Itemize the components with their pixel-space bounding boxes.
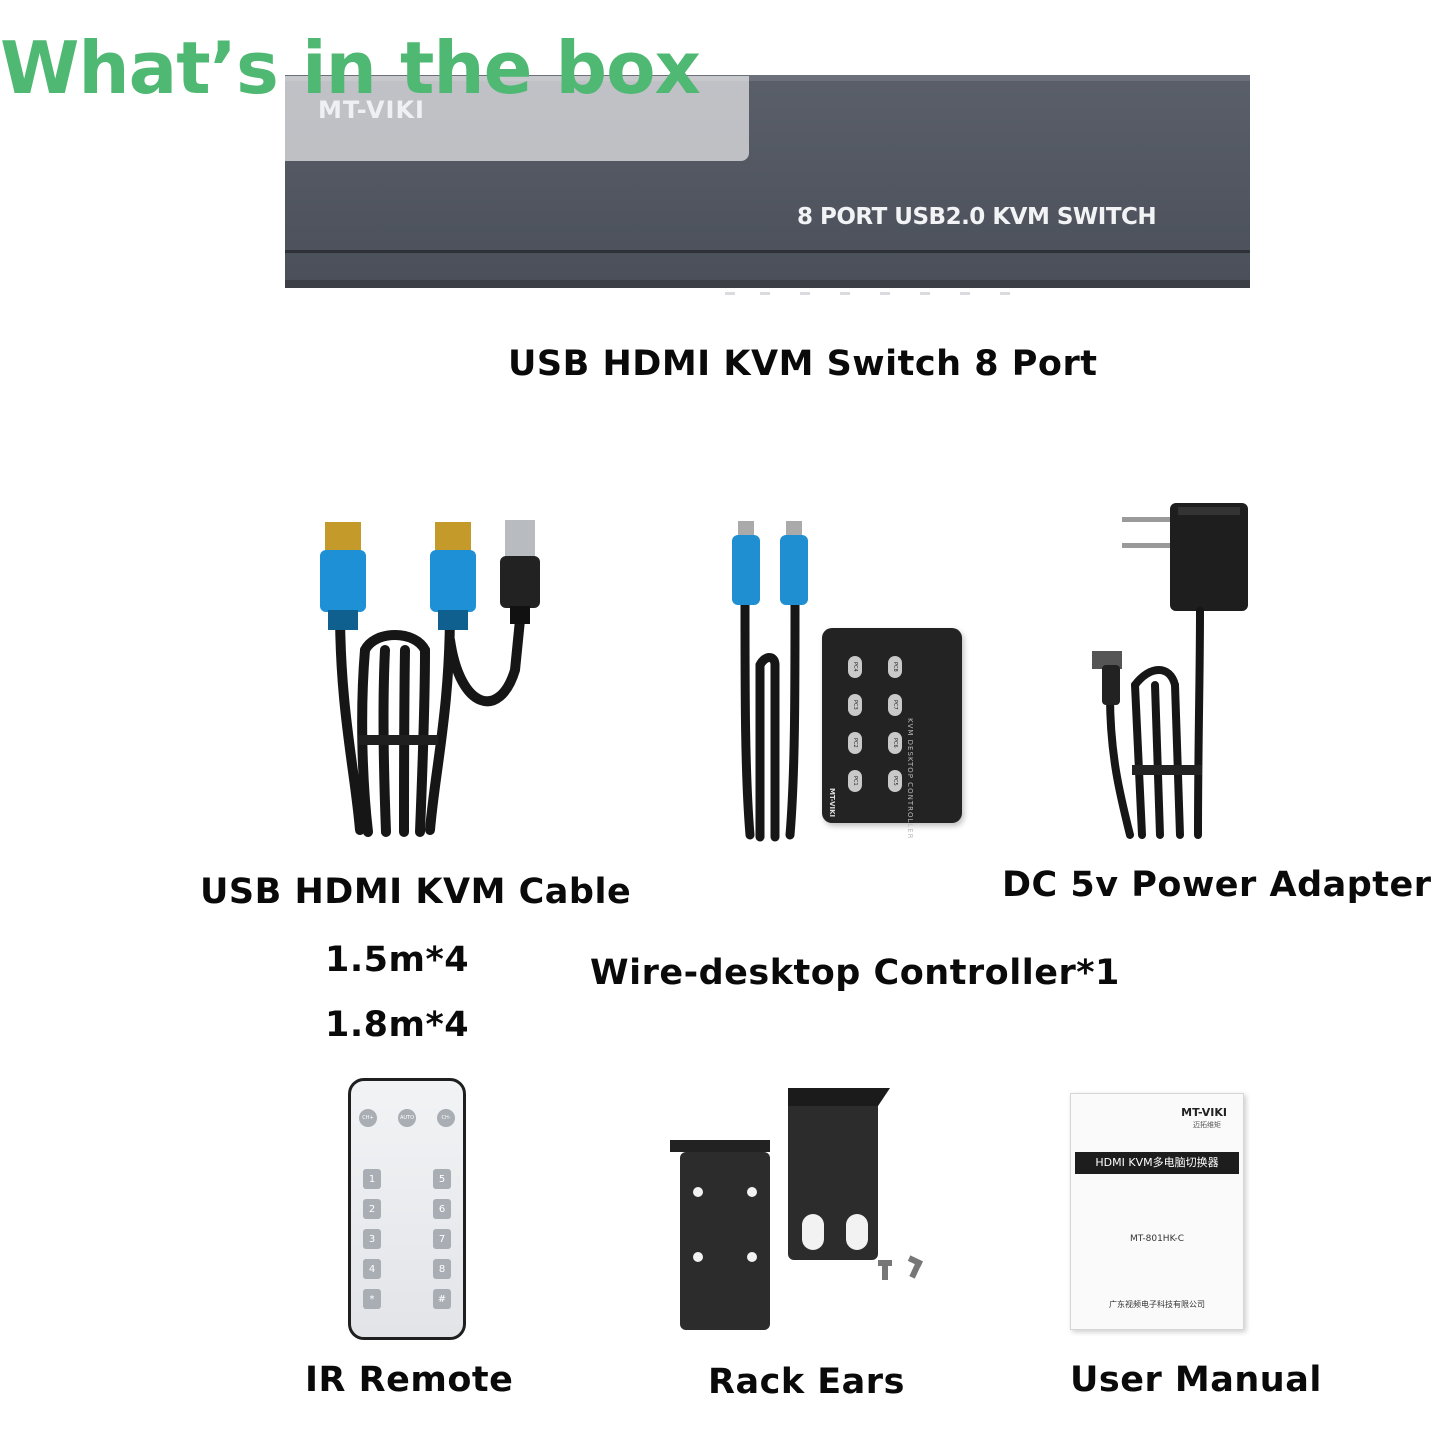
controller-button-pc5: PC5 [888, 770, 902, 792]
power-adapter-image [1080, 495, 1280, 845]
ir-remote-caption: IR Remote [305, 1360, 514, 1400]
controller-button-pc2: PC2 [848, 732, 862, 754]
manual-brand: MT-VIKI [1181, 1106, 1227, 1119]
kvm-cable-image [300, 510, 580, 850]
remote-top-buttons: CH+ AUTO CH- [359, 1109, 455, 1127]
user-manual-caption: User Manual [1070, 1360, 1322, 1400]
controller-cable-image [720, 515, 830, 845]
controller-button-pc1: PC1 [848, 770, 862, 792]
switch-brand: MT-VIKI [318, 96, 425, 124]
remote-key-6: 6 [433, 1199, 451, 1219]
power-adapter-caption: DC 5v Power Adapter [1002, 865, 1432, 905]
manual-brand-sub: 迈拓维矩 [1193, 1121, 1221, 1129]
remote-key-8: 8 [433, 1259, 451, 1279]
headline-backdrop [285, 76, 749, 161]
remote-left-keys: 1 2 3 4 * [363, 1169, 381, 1309]
remote-key-hash: # [433, 1289, 451, 1309]
controller-button-pc3: PC3 [848, 694, 862, 716]
controller-side-text: KVM DESKTOP CONTROLLER [906, 718, 914, 840]
manual-company: 广东视频电子科技有限公司 [1109, 1300, 1205, 1309]
headline: What’s in the box [0, 26, 701, 110]
rack-ears-image [660, 1082, 960, 1342]
controller-button-pc8: PC8 [888, 656, 902, 678]
remote-key-ch-minusplus: CH+ [359, 1109, 377, 1127]
kvm-switch-caption: USB HDMI KVM Switch 8 Port [508, 344, 1098, 384]
kvm-cable-caption: USB HDMI KVM Cable [200, 872, 632, 912]
remote-key-3: 3 [363, 1229, 381, 1249]
remote-key-7: 7 [433, 1229, 451, 1249]
controller-button-pc7: PC7 [888, 694, 902, 716]
controller-caption: Wire-desktop Controller*1 [590, 953, 1120, 993]
controller-brand: MT-VIKI [828, 788, 836, 818]
remote-key-2: 2 [363, 1199, 381, 1219]
rack-ears-caption: Rack Ears [708, 1362, 905, 1402]
controller-button-pc6: PC6 [888, 732, 902, 754]
remote-key-star: * [363, 1289, 381, 1309]
remote-right-keys: 5 6 7 8 # [433, 1169, 451, 1309]
manual-model: MT-801HK-C [1129, 1234, 1185, 1244]
controller-button-pc4: PC4 [848, 656, 862, 678]
remote-key-4: 4 [363, 1259, 381, 1279]
switch-panel-text: 8 PORT USB2.0 KVM SWITCH [797, 204, 1157, 230]
kvm-cable-qty-2: 1.8m*4 [325, 1005, 470, 1045]
remote-key-1: 1 [363, 1169, 381, 1189]
manual-title-bar: HDMI KVM多电脑切换器 [1075, 1152, 1239, 1174]
remote-key-auto: AUTO [398, 1109, 416, 1127]
user-manual: MT-VIKI 迈拓维矩 HDMI KVM多电脑切换器 MT-801HK-C 广… [1070, 1093, 1244, 1330]
ir-remote: CH+ AUTO CH- 1 2 3 4 * 5 6 7 8 # [348, 1078, 466, 1340]
kvm-cable-qty-1: 1.5m*4 [325, 940, 470, 980]
remote-key-ch-minus: CH- [437, 1109, 455, 1127]
remote-key-5: 5 [433, 1169, 451, 1189]
